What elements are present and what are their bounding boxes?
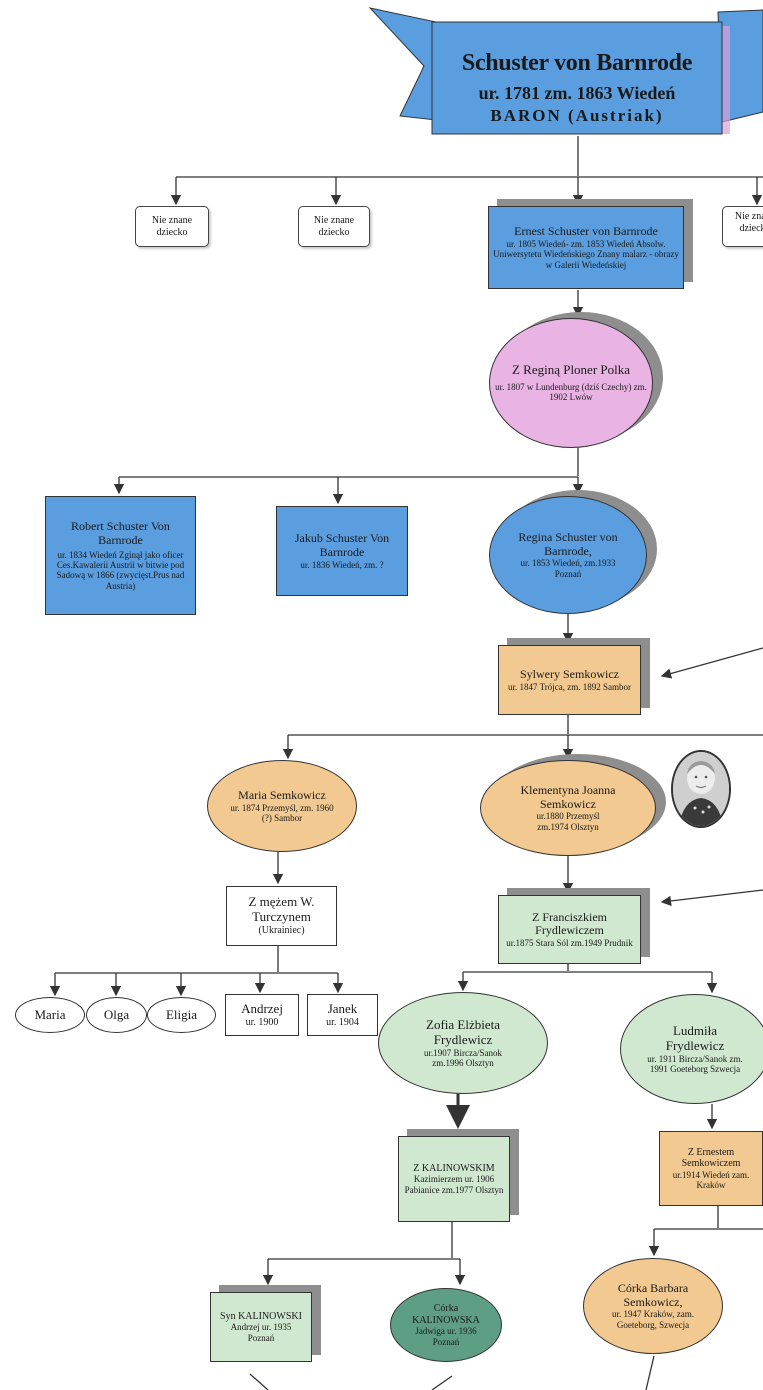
maria-semkowicz-node: Maria Semkowicz ur. 1874 Przemyśl, zm. 1…: [207, 760, 357, 852]
regina-schuster-details: ur. 1853 Wiedeń, zm.1933 Poznań: [520, 558, 616, 579]
maria-semkowicz-details: ur. 1874 Przemyśl, zm. 1960 (?) Sambor: [230, 802, 334, 823]
andrzej-kalinowski-node: Syn KALINOWSKI Andrzej ur. 1935 Poznań: [210, 1292, 312, 1362]
jadwiga-node: Córka KALINOWSKA Jadwiga ur. 1936 Poznań: [390, 1288, 502, 1362]
jakub-node: Jakub Schuster Von Barnrode ur. 1836 Wie…: [276, 506, 408, 596]
maria-semkowicz-name: Maria Semkowicz: [238, 787, 326, 802]
ernest-semkowicz-node: Z Ernestem Semkowiczem ur.1914 Wiedeń za…: [659, 1131, 763, 1206]
robert-node: Robert Schuster Von Barnrode ur. 1834 Wi…: [45, 496, 196, 615]
barbara-details: ur. 1947 Kraków, zam. Goeteborg, Szwecja: [612, 1309, 694, 1330]
turczyn-node: Z mężem W. Turczynem (Ukrainiec): [226, 886, 337, 946]
regina-schuster-node: Regina Schuster von Barnrode, ur. 1853 W…: [489, 496, 647, 614]
jadwiga-name: Córka KALINOWSKA: [412, 1303, 480, 1326]
robert-name: Robert Schuster Von Barnrode: [71, 519, 170, 547]
banner: Schuster von Barnrode ur. 1781 zm. 1863 …: [432, 28, 722, 126]
ludmila-node: Ludmiła Frydlewicz ur. 1911 Bircza/Sanok…: [620, 994, 763, 1104]
klementyna-node: Klementyna Joanna Semkowicz ur.1880 Prze…: [480, 760, 656, 856]
klementyna-details: ur.1880 Przemyśl zm.1974 Olsztyn: [536, 811, 600, 832]
regina-ploner-name: Z Reginą Ploner Polka: [511, 362, 631, 378]
zofia-details: ur.1907 Bircza/Sanok zm.1996 Olsztyn: [424, 1047, 502, 1068]
banner-ribbon-left: [368, 7, 437, 121]
portrait-face-icon: [673, 752, 729, 826]
jakub-details: ur. 1836 Wiedeń, zm. ?: [300, 559, 384, 570]
sylwery-node: Sylwery Semkowicz ur. 1847 Trójca, zm. 1…: [498, 645, 641, 715]
child-janek-node: Janek ur. 1904: [307, 994, 378, 1036]
child-janek-details: ur. 1904: [326, 1016, 359, 1028]
child-olga-name: Olga: [103, 1006, 130, 1022]
ernest-node: Ernest Schuster von Barnrode ur. 1805 Wi…: [488, 206, 684, 289]
regina-schuster-name: Regina Schuster von Barnrode,: [518, 529, 618, 558]
banner-name: Schuster von Barnrode: [461, 50, 693, 76]
sylwery-name: Sylwery Semkowicz: [520, 666, 619, 681]
unknown-child-1: Nie znane dziecko: [135, 206, 209, 247]
ludmila-details: ur. 1911 Bircza/Sanok zm. 1991 Goeteborg…: [647, 1053, 743, 1074]
child-maria-node: Maria: [15, 997, 85, 1033]
child-olga-node: Olga: [86, 997, 147, 1033]
regina-ploner-details: ur. 1807 w Lundenburg (dziś Czechy) zm. …: [495, 382, 647, 403]
unknown-child-3: Nie znane dziecko: [722, 206, 763, 247]
turczyn-details: (Ukrainiec): [258, 925, 305, 937]
banner-box: [431, 21, 723, 135]
klementyna-name: Klementyna Joanna Semkowicz: [520, 782, 616, 811]
jadwiga-details: Jadwiga ur. 1936 Poznań: [415, 1326, 477, 1347]
barbara-node: Córka Barbara Semkowicz, ur. 1947 Kraków…: [583, 1258, 723, 1354]
child-andrzej-name: Andrzej: [241, 1000, 283, 1016]
andrzej-kalinowski-name: Syn KALINOWSKI: [220, 1310, 302, 1322]
ludmila-name: Ludmiła Frydlewicz: [665, 1022, 725, 1053]
kalinowski-node: Z KALINOWSKIM Kazimierzem ur. 1906 Pabia…: [398, 1136, 510, 1222]
ernest-semkowicz-name: Z Ernestem Semkowiczem: [681, 1146, 741, 1170]
child-janek-name: Janek: [327, 1000, 358, 1016]
jakub-name: Jakub Schuster Von Barnrode: [294, 531, 390, 559]
ernest-details: ur. 1805 Wiedeń- zm. 1853 Wiedeń Absolw.…: [493, 238, 679, 270]
unknown-child-3-label: Nie znane dziecko: [734, 211, 763, 234]
ernest-semkowicz-details: ur.1914 Wiedeń zam. Kraków: [672, 1169, 750, 1190]
portrait-photo: [671, 750, 731, 828]
robert-details: ur. 1834 Wiedeń Zginął jako oficer Ces.K…: [56, 549, 185, 591]
andrzej-kalinowski-details: Andrzej ur. 1935 Poznań: [230, 1322, 292, 1343]
unknown-child-2: Nie znane dziecko: [298, 206, 370, 247]
ernest-name: Ernest Schuster von Barnrode: [514, 224, 658, 239]
child-eligia-name: Eligia: [165, 1006, 198, 1022]
kalinowski-details: Kazimierzem ur. 1906 Pabianice zm.1977 O…: [404, 1174, 504, 1195]
child-andrzej-node: Andrzej ur. 1900: [225, 994, 299, 1036]
child-eligia-node: Eligia: [147, 997, 216, 1033]
turczyn-name: Z mężem W. Turczynem: [248, 894, 315, 925]
banner-title-text: BARON (Austriak): [490, 106, 664, 125]
child-andrzej-details: ur. 1900: [245, 1016, 279, 1028]
frydlewicz-node: Z Franciszkiem Frydlewiczem ur.1875 Star…: [498, 895, 641, 964]
zofia-node: Zofia Elżbieta Frydlewicz ur.1907 Bircza…: [378, 992, 548, 1094]
barbara-name: Córka Barbara Semkowicz,: [617, 1280, 689, 1309]
frydlewicz-name: Z Franciszkiem Frydlewiczem: [532, 909, 607, 938]
unknown-child-2-label: Nie znane dziecko: [313, 215, 355, 238]
kalinowski-name: Z KALINOWSKIM: [413, 1162, 495, 1174]
unknown-child-1-label: Nie znane dziecko: [151, 215, 193, 238]
frydlewicz-details: ur.1875 Stara Sól zm.1949 Prudnik: [506, 938, 633, 949]
sylwery-details: ur. 1847 Trójca, zm. 1892 Sambor: [508, 681, 631, 692]
zofia-name: Zofia Elżbieta Frydlewicz: [426, 1016, 500, 1047]
child-maria-name: Maria: [34, 1006, 66, 1022]
banner-dates: ur. 1781 zm. 1863 Wiedeń: [478, 83, 676, 103]
regina-ploner-node: Z Reginą Ploner Polka ur. 1807 w Lundenb…: [489, 318, 653, 448]
